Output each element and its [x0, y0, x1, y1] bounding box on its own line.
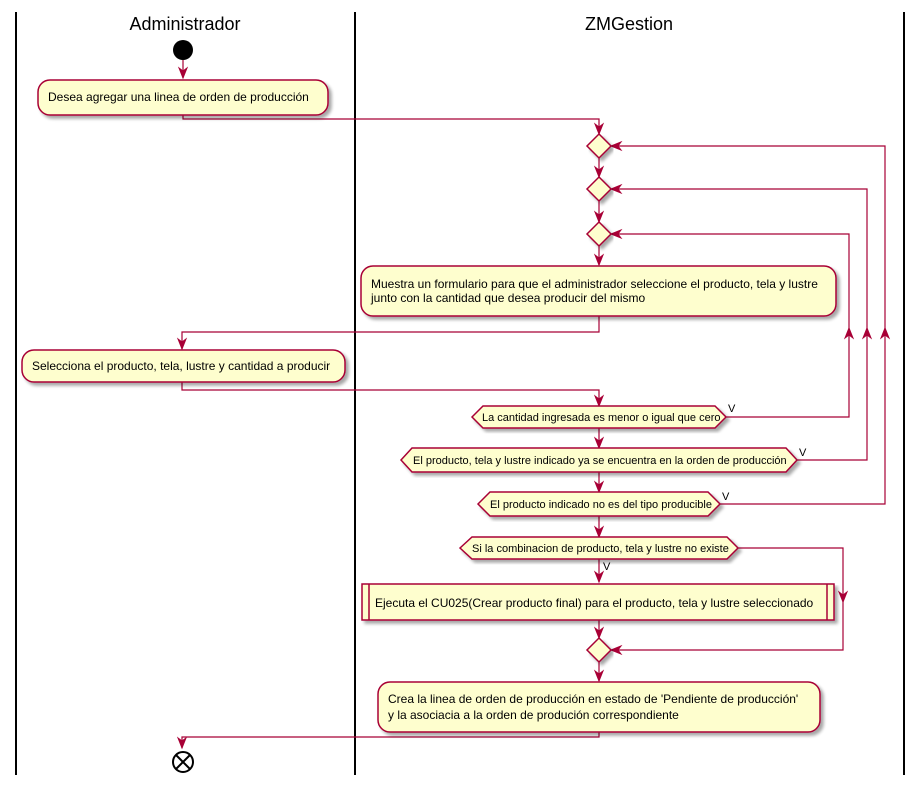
merge-diamond-3: [585, 220, 613, 248]
activity-muestra-formulario: [360, 265, 837, 317]
activity-selecciona-label: Selecciona el producto, tela, lustre y c…: [32, 359, 330, 373]
condition-cantidad-menor-cero-label: La cantidad ingresada es menor o igual q…: [482, 412, 721, 424]
condition-cantidad-menor-cero-branch-label: V: [728, 403, 736, 415]
lane-title-zmgestion: ZMGestion: [585, 14, 673, 34]
activity-crea-linea-line-1: Crea la linea de orden de producción en …: [388, 692, 798, 706]
condition-ya-en-orden: [399, 447, 799, 473]
condition-no-existe-label: Si la combinacion de producto, tela y lu…: [472, 543, 729, 555]
condition-ya-en-orden-branch-label: V: [799, 447, 807, 459]
lane-title-administrador: Administrador: [129, 14, 240, 34]
condition-cantidad-menor-cero: [470, 405, 728, 429]
condition-no-existe: [458, 536, 740, 560]
condition-no-producible: [476, 491, 722, 517]
activity-muestra-formulario-line-1: Muestra un formulario para que el admini…: [371, 277, 818, 291]
arrowheads: [176, 66, 891, 750]
condition-no-producible-branch-label: V: [722, 491, 730, 503]
condition-no-existe-branch-label: V: [603, 561, 611, 573]
condition-no-producible-label: El producto indicado no es del tipo prod…: [490, 499, 712, 511]
merge-diamond-1: [585, 132, 613, 160]
merge-diamond-2: [585, 175, 613, 203]
activity-desea-agregar-label: Desea agregar una linea de orden de prod…: [48, 90, 309, 104]
activity-ejecuta-cu025-label: Ejecuta el CU025(Crear producto final) p…: [375, 596, 814, 610]
activity-crea-linea: [377, 681, 821, 733]
activity-muestra-formulario-line-2: junto con la cantidad que desea producir…: [370, 291, 645, 305]
flow-lines: [181, 60, 886, 748]
end-node: [172, 751, 194, 773]
activity-desea-agregar: [37, 79, 329, 116]
merge-diamond-4: [585, 636, 613, 664]
condition-ya-en-orden-label: El producto, tela y lustre indicado ya s…: [413, 455, 787, 467]
activity-ejecuta-cu025: [361, 583, 835, 621]
start-node: [173, 40, 193, 60]
activity-selecciona: [21, 349, 346, 383]
activity-crea-linea-line-2: y la asociacia a la orden de produción c…: [388, 708, 679, 722]
